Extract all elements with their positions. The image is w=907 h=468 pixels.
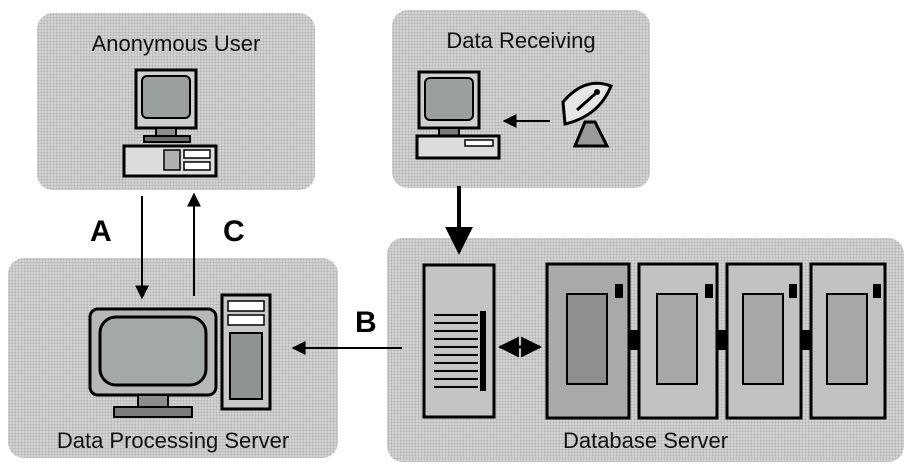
desktop-computer-icon: [122, 68, 218, 178]
arrow-label-a: A: [90, 215, 112, 248]
anonymous-user-title: Anonymous User: [91, 31, 261, 56]
processing-tower-icon: [220, 293, 272, 411]
arrow-label-b: B: [355, 306, 377, 339]
data-processing-server-panel: Data Processing Server: [8, 258, 338, 458]
satellite-dish-icon: [561, 81, 613, 148]
database-server-title: Database Server: [562, 428, 729, 453]
receiving-computer-icon: [415, 70, 501, 160]
arrow-label-c: C: [223, 215, 245, 248]
data-receiving-title: Data Receiving: [446, 28, 596, 53]
server-rack-icon: [422, 263, 496, 419]
storage-array-icon: [545, 262, 887, 420]
processing-monitor-icon: [88, 307, 218, 418]
data-processing-server-title: Data Processing Server: [56, 428, 290, 453]
